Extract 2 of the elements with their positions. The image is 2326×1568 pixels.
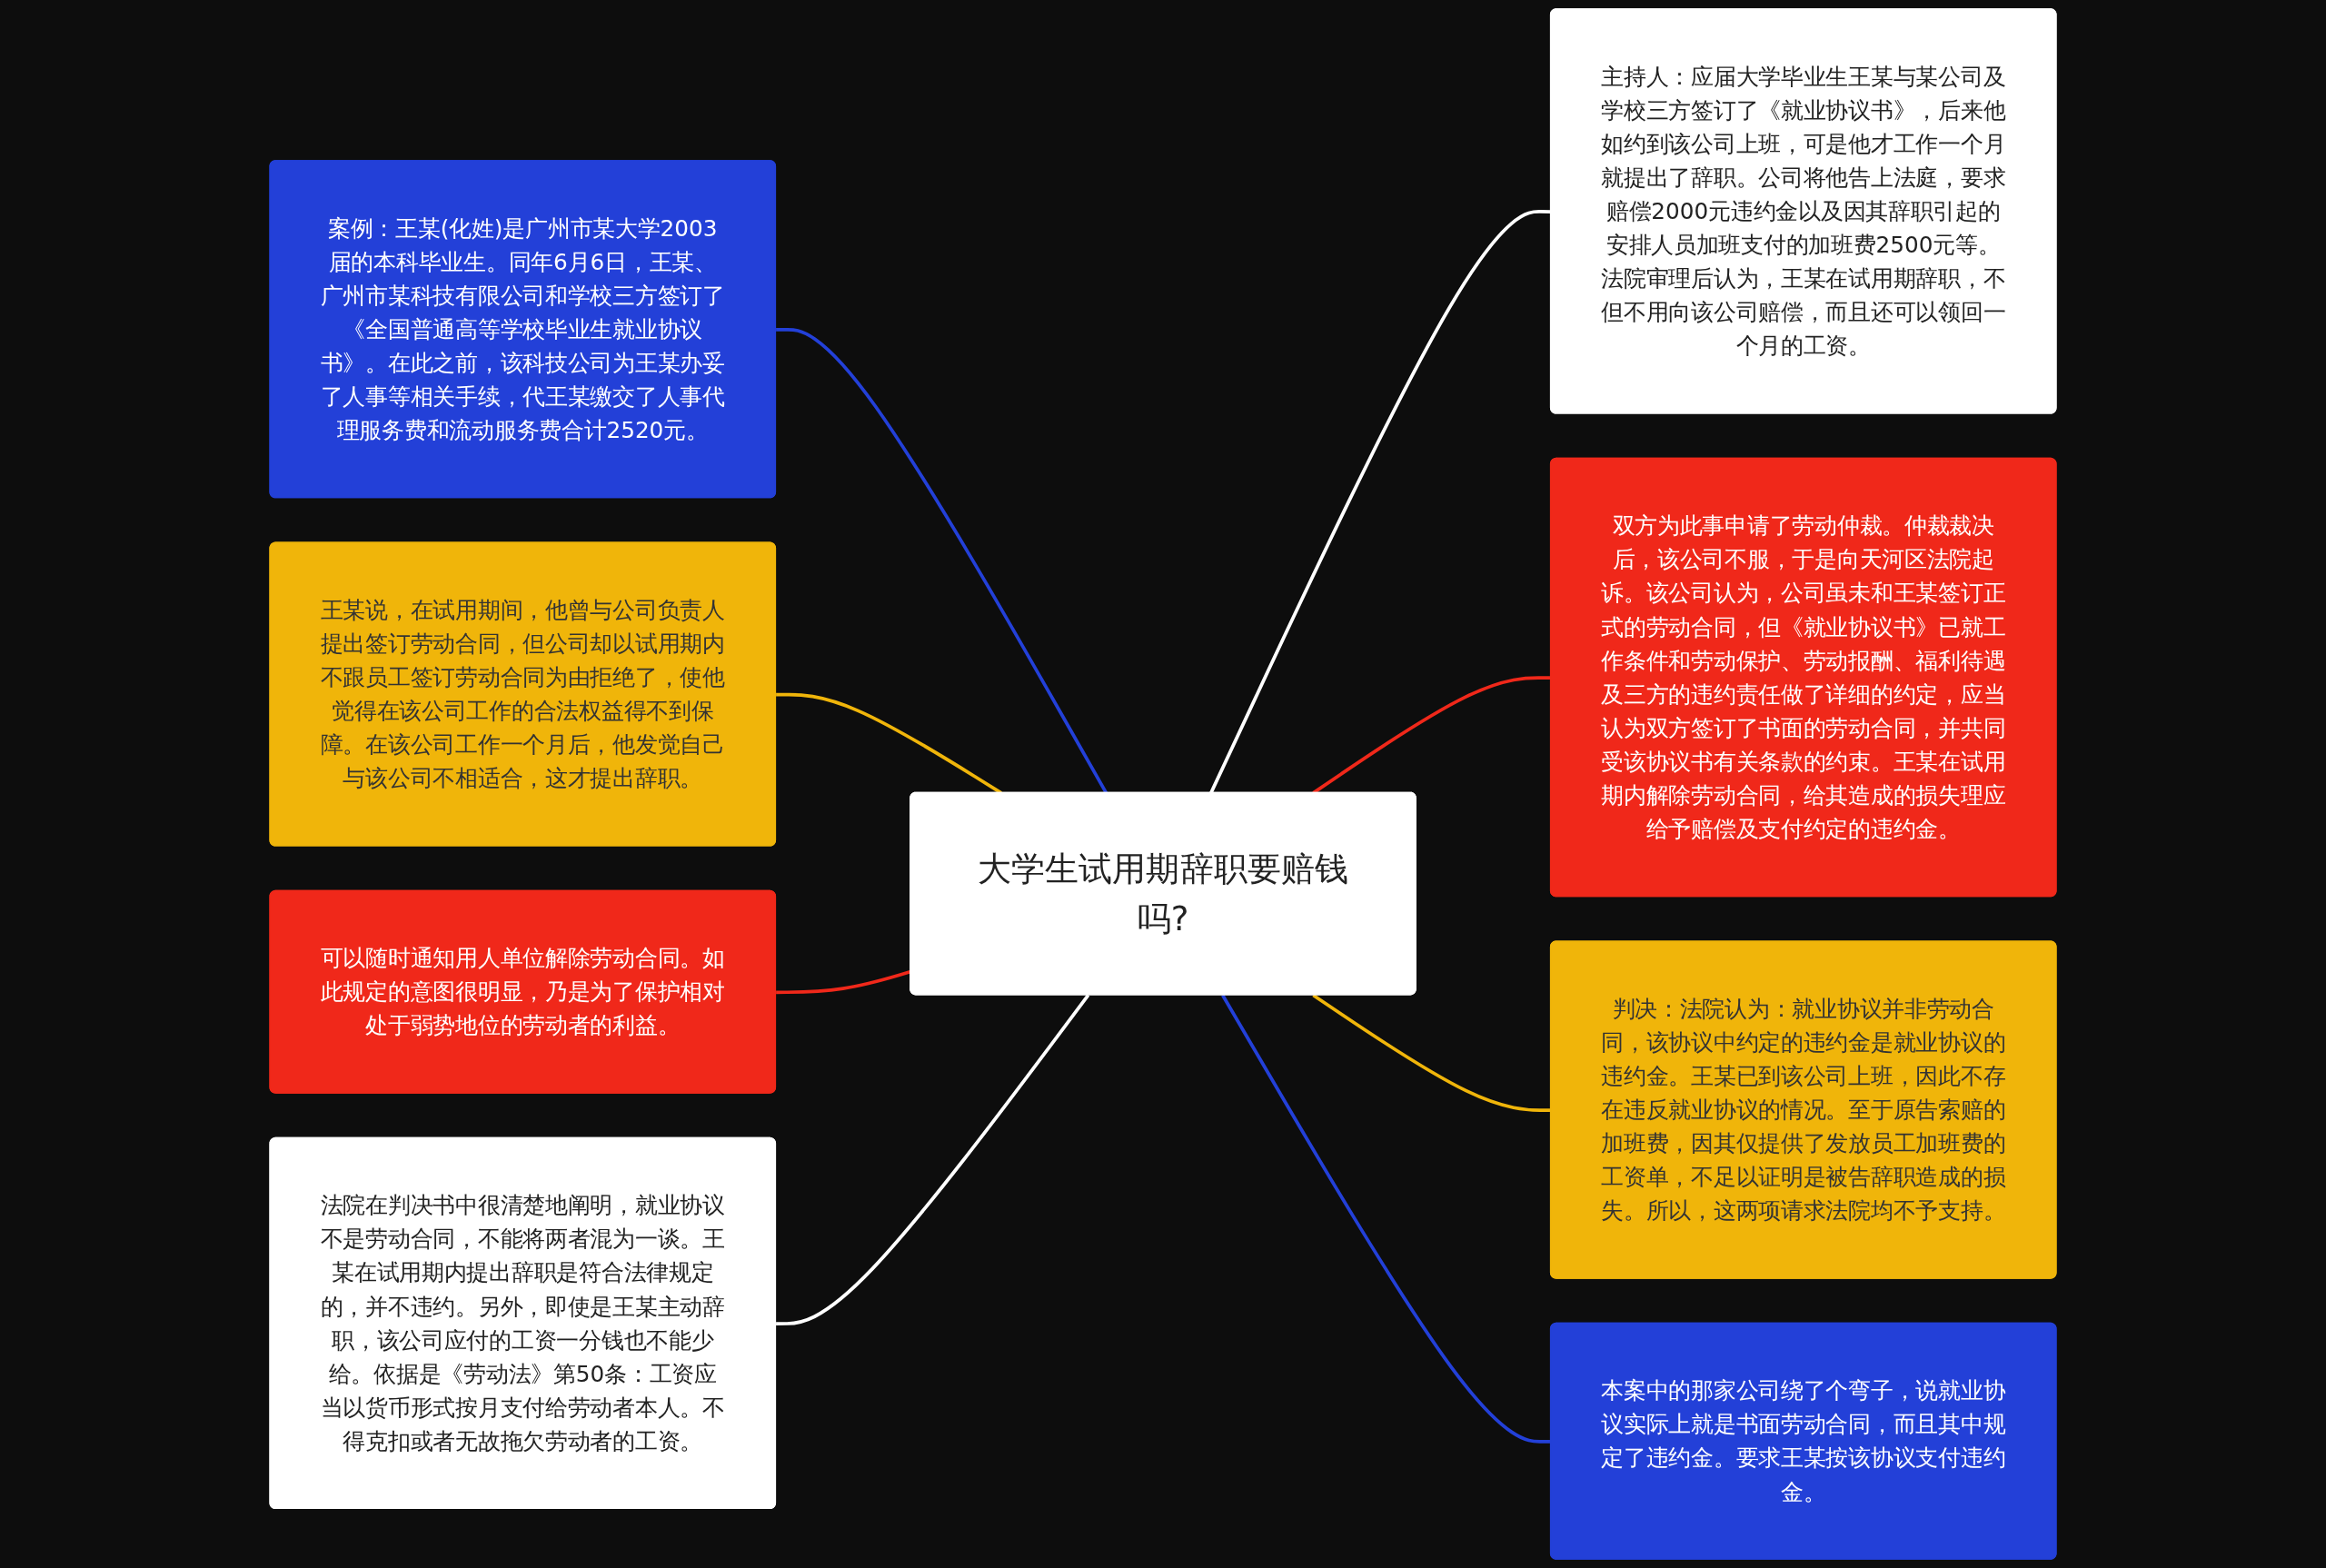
- connector: [776, 994, 1090, 1325]
- connector: [776, 327, 1108, 794]
